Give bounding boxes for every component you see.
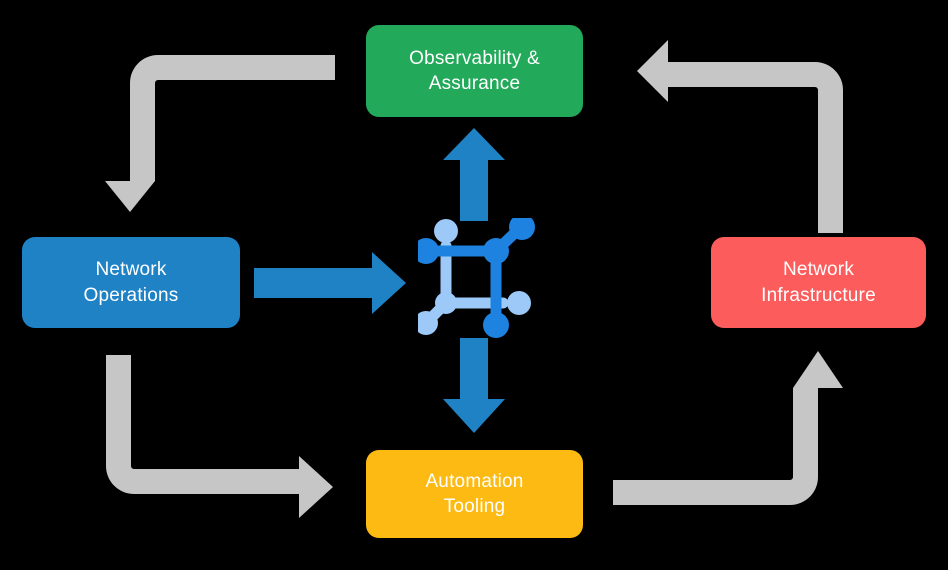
node-observability-assurance[interactable]: Observability & Assurance xyxy=(366,25,583,117)
node-automation-tooling[interactable]: Automation Tooling xyxy=(366,450,583,538)
node-network-infrastructure[interactable]: Network Infrastructure xyxy=(711,237,926,328)
node-network-operations[interactable]: Network Operations xyxy=(22,237,240,328)
connector-operations-to-automation xyxy=(106,355,333,518)
connector-observability-to-operations xyxy=(105,55,335,212)
topology-nodes-secondary xyxy=(418,219,531,335)
node-label-operations: Network Operations xyxy=(83,259,179,306)
node-label-infrastructure: Network Infrastructure xyxy=(761,259,876,306)
connector-infrastructure-to-observability xyxy=(637,40,843,233)
node-label-observability: Observability & Assurance xyxy=(409,47,540,94)
connector-center-to-automation xyxy=(443,338,505,433)
connector-automation-to-infrastructure xyxy=(613,351,843,505)
connector-center-to-observability xyxy=(443,128,505,221)
connector-operations-to-center xyxy=(254,252,406,314)
network-topology-icon xyxy=(418,218,535,338)
topology-nodes-primary xyxy=(418,218,535,338)
node-label-automation: Automation Tooling xyxy=(425,470,524,517)
